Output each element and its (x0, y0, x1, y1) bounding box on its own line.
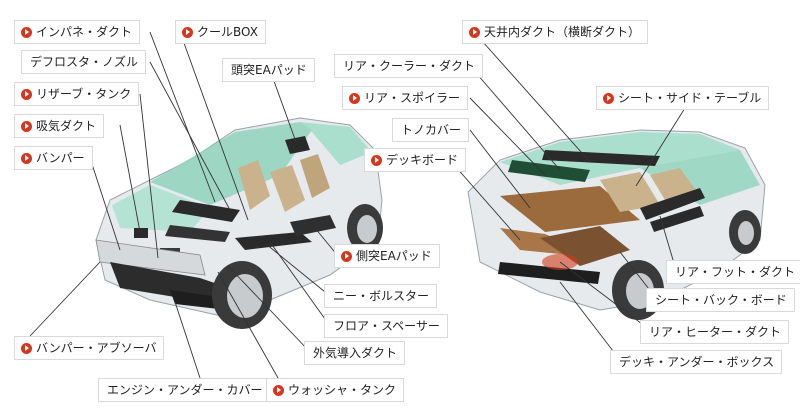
label-intake-duct: 吸気ダクト (14, 114, 105, 138)
label-text: リア・スポイラー (364, 91, 461, 105)
label-text: フロア・スペーサー (333, 319, 440, 333)
label-reserve-tank: リザーブ・タンク (14, 82, 140, 106)
arrow-bullet-icon (603, 92, 614, 104)
label-text: バンパー・アブソーバ (36, 341, 157, 355)
label-text: リア・ヒーター・ダクト (649, 325, 782, 339)
label-deck-board: デッキボード (364, 148, 467, 172)
label-text: シート・サイド・テーブル (618, 91, 762, 105)
arrow-bullet-icon (182, 26, 193, 38)
arrow-bullet-icon (21, 120, 32, 132)
label-seat-back-board: シート・バック・ボード (646, 288, 795, 312)
label-roof-duct: 天井内ダクト（横断ダクト） (462, 20, 649, 44)
label-instrument-panel-duct: インパネ・ダクト (14, 20, 141, 44)
label-text: リザーブ・タンク (36, 87, 132, 101)
label-text: エンジン・アンダー・カバー (107, 383, 263, 397)
label-text: ニー・ボルスター (333, 289, 430, 303)
label-washer-tank: ウォッシャ・タンク (266, 378, 405, 402)
label-text: ウォッシャ・タンク (288, 383, 397, 397)
label-text: インパネ・ダクト (36, 25, 133, 39)
arrow-bullet-icon (21, 342, 32, 354)
arrow-bullet-icon (371, 154, 382, 166)
arrow-bullet-icon (21, 26, 32, 38)
label-outside-air-duct: 外気導入ダクト (304, 341, 406, 365)
label-text: シート・バック・ボード (655, 293, 787, 307)
label-rear-spoiler: リア・スポイラー (342, 86, 469, 110)
label-bumper: バンパー (14, 146, 93, 170)
label-text: トノカバー (401, 123, 462, 137)
label-rear-cooler-duct: リア・クーラー・ダクト (334, 54, 484, 78)
leader-lines (29, 31, 691, 386)
label-head-ea-pad: 頭突EAパッド (222, 58, 315, 82)
label-text: バンパー (36, 151, 85, 165)
arrow-bullet-icon (21, 88, 32, 100)
label-rear-heater-duct: リア・ヒーター・ダクト (640, 320, 790, 344)
label-bumper-absorber: バンパー・アブソーバ (14, 336, 165, 360)
label-cool-box: クールBOX (175, 20, 266, 44)
label-text: 頭突EAパッド (231, 63, 307, 77)
label-tonneau-cover: トノカバー (392, 118, 470, 142)
label-floor-spacer: フロア・スペーサー (324, 314, 448, 338)
label-deck-under-box: デッキ・アンダー・ボックス (610, 350, 783, 374)
arrow-bullet-icon (349, 92, 360, 104)
label-defroster-nozzle: デフロスタ・ノズル (21, 50, 147, 74)
label-text: リア・クーラー・ダクト (343, 59, 476, 73)
label-text: デッキ・アンダー・ボックス (619, 355, 775, 369)
label-rear-foot-duct: リア・フット・ダクト (666, 260, 800, 284)
label-text: リア・フット・ダクト (675, 265, 796, 279)
arrow-bullet-icon (21, 152, 32, 164)
label-text: 外気導入ダクト (313, 346, 398, 360)
label-text: 側突EAパッド (356, 249, 432, 263)
label-text: 吸気ダクト (36, 119, 97, 133)
label-seat-side-table: シート・サイド・テーブル (596, 86, 770, 110)
label-text: 天井内ダクト（横断ダクト） (484, 25, 641, 39)
arrow-bullet-icon (341, 250, 352, 262)
arrow-bullet-icon (469, 26, 480, 38)
label-engine-under-cover: エンジン・アンダー・カバー (98, 378, 271, 402)
left-car (95, 117, 383, 329)
label-text: クールBOX (197, 25, 258, 39)
arrow-bullet-icon (273, 384, 284, 396)
label-knee-bolster: ニー・ボルスター (324, 284, 438, 308)
label-text: デフロスタ・ノズル (30, 55, 139, 69)
label-side-ea-pad: 側突EAパッド (334, 244, 440, 268)
label-text: デッキボード (386, 153, 459, 167)
